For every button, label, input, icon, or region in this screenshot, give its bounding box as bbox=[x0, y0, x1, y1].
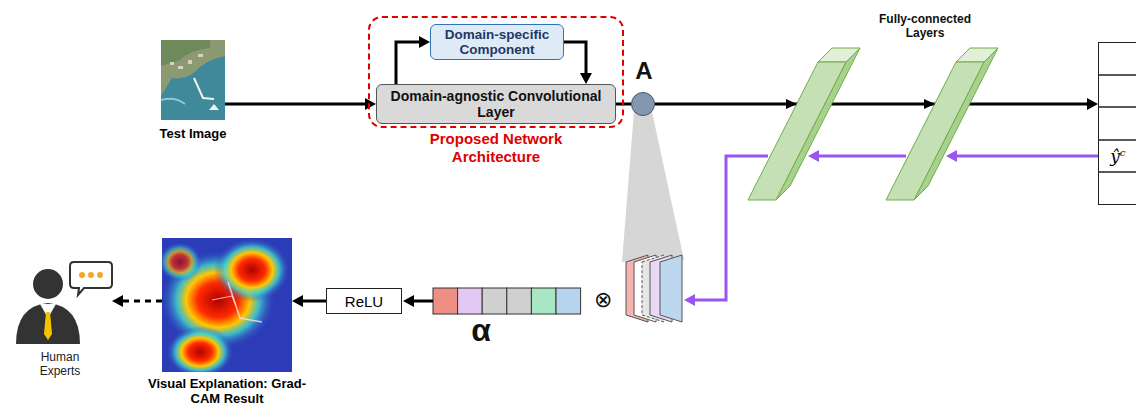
alpha-cell bbox=[556, 288, 581, 314]
building bbox=[198, 54, 203, 57]
connector-line bbox=[655, 103, 1089, 106]
arrow-head bbox=[924, 99, 935, 109]
heatmap-panel: Visual Explanation: Grad-CAM Result bbox=[162, 238, 292, 372]
row-line bbox=[1098, 171, 1136, 173]
arrow-head bbox=[786, 99, 797, 109]
gradient-flow bbox=[694, 156, 1098, 300]
arrow-head bbox=[580, 73, 592, 84]
fc-front bbox=[748, 62, 846, 200]
activation-box: ReLU bbox=[326, 288, 402, 314]
alpha-cell bbox=[482, 288, 507, 314]
node-text: Domain-agnostic Convolutional Layer bbox=[383, 88, 609, 120]
row-line bbox=[1098, 106, 1136, 108]
speech-bubble bbox=[70, 262, 112, 295]
gradient-wire bbox=[694, 156, 768, 300]
rock bbox=[209, 104, 219, 110]
land bbox=[161, 40, 225, 96]
alpha-vector bbox=[433, 288, 581, 314]
arrow-head bbox=[403, 295, 414, 307]
node-text: ŷᶜ bbox=[1099, 141, 1136, 172]
building bbox=[178, 66, 183, 69]
hill bbox=[161, 40, 210, 66]
node-text: Human Experts bbox=[30, 350, 90, 378]
operator-symbol: ⊗ bbox=[590, 287, 616, 313]
connector bbox=[225, 98, 376, 110]
funnel bbox=[622, 112, 684, 262]
node-text: Domain-specific Component bbox=[437, 27, 557, 57]
arrow-head bbox=[808, 150, 819, 162]
bubble-dot bbox=[88, 272, 94, 278]
connector bbox=[292, 295, 326, 307]
arrow-head bbox=[292, 295, 303, 307]
feature-maps bbox=[626, 255, 682, 322]
building bbox=[188, 60, 192, 64]
tie bbox=[44, 312, 52, 340]
layer-label: Fully-connected Layers bbox=[860, 12, 990, 40]
heat-blob bbox=[166, 326, 234, 372]
alpha-cell bbox=[433, 288, 458, 314]
connector bbox=[655, 98, 1098, 110]
node-text: Proposed Network Architecture bbox=[416, 130, 576, 166]
arrow-head bbox=[419, 36, 430, 48]
harbor-outline bbox=[212, 296, 236, 306]
building bbox=[170, 62, 174, 65]
arrow-head bbox=[112, 295, 123, 307]
sea bbox=[161, 40, 225, 120]
alpha-cell bbox=[507, 288, 532, 314]
feature-map bbox=[660, 255, 682, 322]
heat-blob bbox=[214, 238, 290, 302]
expert-icon: Human Experts bbox=[8, 256, 112, 346]
heatmap-image bbox=[162, 238, 292, 372]
process-box: Domain-specific Component bbox=[430, 24, 564, 60]
fc-layer bbox=[886, 48, 998, 200]
harbor-outline bbox=[228, 282, 262, 322]
output-rows bbox=[1098, 75, 1136, 172]
connector bbox=[564, 42, 592, 84]
connector bbox=[396, 36, 430, 84]
feature-node: A bbox=[631, 92, 655, 116]
fc-front bbox=[886, 62, 984, 200]
wire bbox=[413, 300, 433, 303]
shore-wave bbox=[161, 99, 185, 104]
connector-line bbox=[121, 300, 162, 303]
gradient-wire bbox=[818, 155, 906, 158]
node-text: A bbox=[624, 57, 664, 85]
node-text: Visual Explanation: Grad-CAM Result bbox=[137, 376, 317, 406]
arrow-head bbox=[684, 294, 695, 306]
head bbox=[33, 269, 63, 299]
process-box: Domain-agnostic Convolutional Layer bbox=[376, 84, 616, 124]
connector-line bbox=[301, 300, 326, 303]
architecture-region: Proposed Network ArchitectureDomain-spec… bbox=[368, 16, 624, 128]
node-text: ReLU bbox=[345, 293, 383, 310]
human-icon bbox=[16, 262, 112, 344]
bubble-dot bbox=[97, 272, 103, 278]
connector-line bbox=[225, 103, 367, 106]
body bbox=[16, 303, 80, 344]
fc-layer bbox=[748, 48, 860, 200]
arrow-head bbox=[1087, 98, 1098, 110]
row-line bbox=[1098, 74, 1136, 76]
connector-line bbox=[396, 42, 421, 84]
arrow-head bbox=[365, 98, 376, 110]
bubble-dot bbox=[79, 272, 85, 278]
weight-symbol: α bbox=[464, 312, 498, 348]
connector-line bbox=[564, 42, 586, 75]
row-line bbox=[1098, 139, 1136, 141]
heat-blob bbox=[162, 242, 202, 282]
image-panel: Test Image bbox=[161, 40, 225, 120]
alpha-cell bbox=[531, 288, 556, 314]
connector bbox=[112, 295, 162, 307]
output-vector: ŷᶜ bbox=[1098, 42, 1136, 205]
breakwater bbox=[194, 78, 214, 99]
arrow-head bbox=[946, 150, 957, 162]
alpha-cell bbox=[458, 288, 483, 314]
gradient-wire bbox=[956, 155, 1098, 158]
node-text: Test Image bbox=[133, 126, 253, 141]
satellite-image bbox=[161, 40, 225, 120]
